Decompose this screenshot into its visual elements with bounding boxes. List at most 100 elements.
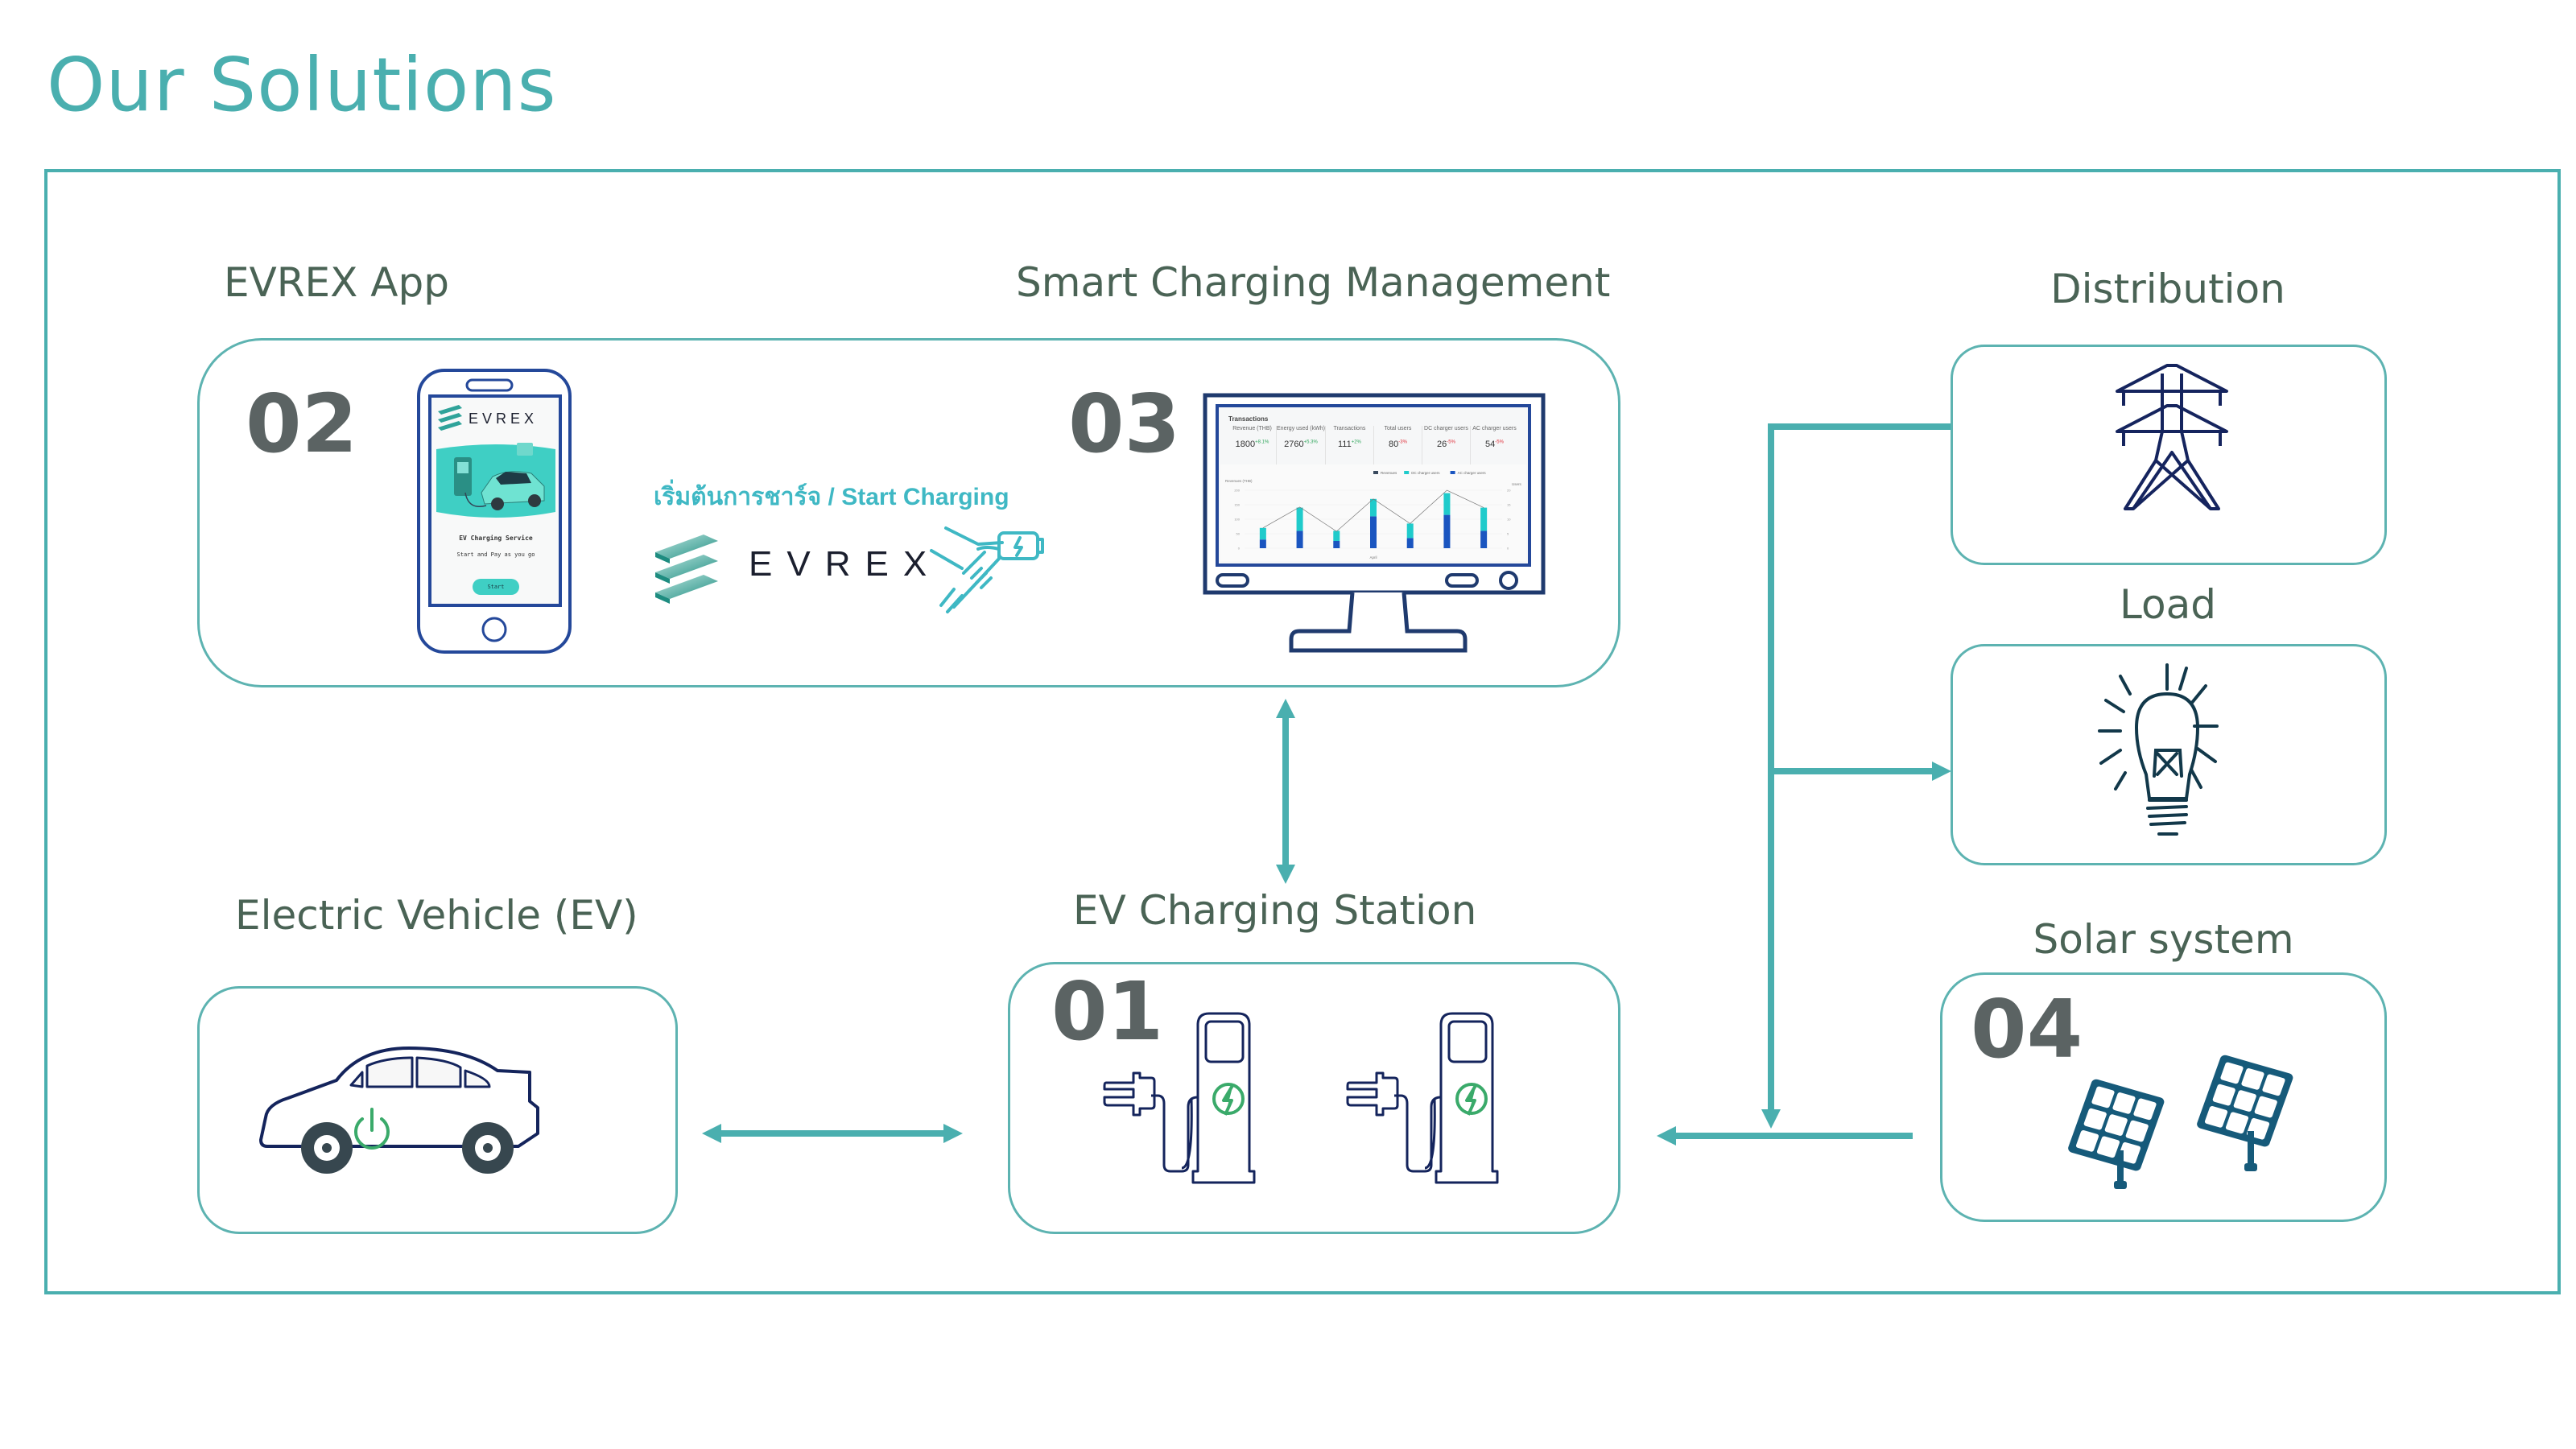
bar-dc-charger-users bbox=[1333, 530, 1340, 541]
diagram-frame bbox=[44, 169, 2561, 1294]
y-tick-label: 200 bbox=[1234, 489, 1240, 493]
ev-charging-illustration bbox=[436, 443, 555, 518]
y-tick-label: 0 bbox=[1238, 547, 1241, 551]
evrex-logo-large bbox=[654, 535, 721, 607]
distribution-label: Distribution bbox=[2050, 266, 2285, 312]
y-tick-label: 100 bbox=[1234, 518, 1240, 522]
dashboard: Transactions Revenue (THB) 1800+8.1% Energ… bbox=[1220, 409, 1526, 562]
evrex-wordmark: EVREX bbox=[749, 544, 942, 584]
x-axis-title: April bbox=[1369, 555, 1377, 559]
phone-brand: EVREX bbox=[469, 410, 539, 427]
arrow-head-down bbox=[1276, 865, 1295, 884]
bar-ac-charger-users bbox=[1406, 538, 1414, 548]
bar-dc-charger-users bbox=[1480, 507, 1488, 531]
kpi-card: Transactions 111+2% bbox=[1324, 426, 1373, 464]
kpi-label: Total users bbox=[1384, 426, 1412, 431]
kpi-delta: -3% bbox=[1398, 440, 1407, 445]
kpi-row: Revenue (THB)1800+8.1%Energy used (kWh)2… bbox=[1220, 423, 1526, 464]
smart-charging-label: Smart Charging Management bbox=[1016, 259, 1611, 306]
kpi-delta: +2% bbox=[1351, 440, 1361, 445]
kpi-card: AC charger users 54-5% bbox=[1469, 426, 1518, 464]
legend-swatch bbox=[1450, 471, 1455, 474]
phone-service-subtitle: Start and Pay as you go bbox=[456, 551, 535, 558]
kpi-delta: +8.1% bbox=[1255, 440, 1269, 445]
legend-swatch bbox=[1404, 471, 1410, 474]
phone-start-button[interactable]: Start bbox=[473, 579, 519, 595]
smart-charging-number: 03 bbox=[1068, 377, 1181, 471]
kpi-value: 54-5% bbox=[1485, 440, 1504, 449]
bar-ac-charger-users bbox=[1480, 530, 1488, 548]
arrow-head-left bbox=[702, 1124, 721, 1143]
start-charging-thai: เริ่มต้นการชาร์จ bbox=[654, 484, 822, 510]
page-title: Our Solutions bbox=[47, 42, 557, 128]
hand-charger-icon bbox=[930, 525, 1046, 617]
y-tick-label: 150 bbox=[1234, 503, 1240, 507]
y2-tick-label: 20 bbox=[1507, 489, 1511, 493]
phone-mockup: EVREX EV Charging Service Start and Pay … bbox=[417, 369, 573, 655]
kpi-value: 26-5% bbox=[1437, 440, 1455, 449]
evrex-app-number: 02 bbox=[246, 377, 358, 471]
kpi-card: Total users 80-3% bbox=[1373, 426, 1422, 464]
kpi-delta: -5% bbox=[1447, 440, 1455, 445]
bar-ac-charger-users bbox=[1443, 514, 1451, 548]
start-charging-separator: / bbox=[828, 484, 835, 510]
arrow-head-load bbox=[1932, 762, 1951, 781]
bar-dc-charger-users bbox=[1406, 523, 1414, 539]
arrow-head-right bbox=[943, 1124, 963, 1143]
kpi-value: 111+2% bbox=[1337, 440, 1361, 449]
transmission-tower-icon bbox=[2116, 364, 2228, 515]
evrex-app-label: EVREX App bbox=[224, 259, 449, 306]
kpi-label: Revenue (THB) bbox=[1232, 426, 1272, 431]
bar-dc-charger-users bbox=[1259, 527, 1266, 540]
kpi-value: 80-3% bbox=[1389, 440, 1407, 449]
bar-ac-charger-users bbox=[1296, 530, 1303, 548]
arrow-head-station bbox=[1657, 1126, 1676, 1146]
bar-ac-charger-users bbox=[1333, 541, 1340, 548]
charging-station-icon bbox=[1103, 1010, 1554, 1199]
kpi-label: Energy used (kWh) bbox=[1277, 426, 1325, 431]
legend-label: Revenues bbox=[1381, 471, 1397, 475]
bar-dc-charger-users bbox=[1296, 507, 1303, 531]
start-charging-heading: เริ่มต้นการชาร์จ / Start Charging bbox=[654, 478, 1009, 516]
solar-number: 04 bbox=[1971, 982, 2083, 1076]
kpi-label: AC charger users bbox=[1472, 426, 1517, 431]
line-revenues bbox=[1262, 489, 1484, 532]
power-icon bbox=[354, 1108, 390, 1150]
charging-station-number: 01 bbox=[1051, 964, 1164, 1059]
y2-tick-label: 15 bbox=[1507, 503, 1511, 507]
y-tick-label: 50 bbox=[1236, 532, 1241, 536]
solar-label: Solar system bbox=[2033, 916, 2294, 963]
bar-ac-charger-users bbox=[1259, 539, 1266, 548]
y2-axis-title: Users bbox=[1512, 482, 1522, 486]
kpi-card: Revenue (THB) 1800+8.1% bbox=[1228, 426, 1276, 464]
kpi-delta: -5% bbox=[1495, 440, 1504, 445]
evrex-logo-icon bbox=[655, 535, 718, 604]
y2-tick-label: 0 bbox=[1507, 547, 1509, 551]
kpi-card: Energy used (kWh)2760+5.3% bbox=[1276, 426, 1325, 464]
phone-screen: EVREX EV Charging Service Start and Pay … bbox=[436, 404, 555, 595]
dashboard-title: Transactions bbox=[1228, 415, 1269, 423]
kpi-label: DC charger users bbox=[1424, 426, 1468, 431]
y2-tick-label: 10 bbox=[1507, 518, 1511, 522]
solar-box bbox=[1940, 972, 2387, 1222]
kpi-delta: +5.3% bbox=[1303, 440, 1318, 445]
legend-label: AC charger users bbox=[1458, 471, 1487, 475]
evrex-logo-icon bbox=[438, 405, 462, 431]
ev-label: Electric Vehicle (EV) bbox=[235, 892, 638, 939]
charging-station-label: EV Charging Station bbox=[1073, 887, 1477, 934]
phone-service-title: EV Charging Service bbox=[459, 535, 533, 542]
y2-tick-label: 5 bbox=[1507, 532, 1509, 536]
legend-swatch bbox=[1373, 471, 1378, 474]
y-axis-title: Revenues (THB) bbox=[1225, 479, 1253, 483]
kpi-value: 1800+8.1% bbox=[1235, 440, 1269, 449]
kpi-label: Transactions bbox=[1333, 426, 1366, 431]
kpi-card: DC charger users 26-5% bbox=[1421, 426, 1470, 464]
light-bulb-icon bbox=[2096, 662, 2238, 850]
solar-panel-icon bbox=[2053, 1042, 2343, 1199]
arrow-head-bus-down bbox=[1761, 1109, 1781, 1129]
start-charging-english: Start Charging bbox=[841, 484, 1009, 510]
bar-dc-charger-users bbox=[1370, 498, 1377, 517]
bar-dc-charger-users bbox=[1443, 493, 1451, 515]
bar-ac-charger-users bbox=[1370, 516, 1377, 548]
